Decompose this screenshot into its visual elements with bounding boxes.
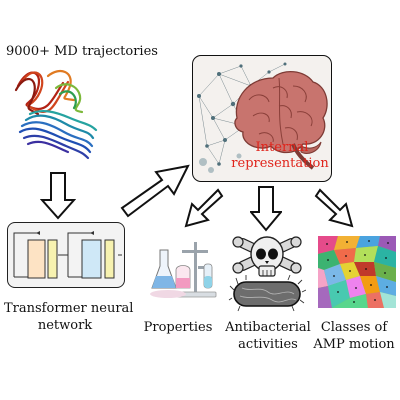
skull-bacterium-icon <box>228 236 306 312</box>
transformer-diagram <box>7 222 125 288</box>
classes-label-line2: AMP motion <box>313 337 395 352</box>
transformer-label-line2: network <box>37 318 93 333</box>
internal-representation-label-line1: Internal <box>255 140 309 155</box>
lab-glassware-icon <box>150 242 217 298</box>
antibacterial-label-line1: Antibacterial <box>225 320 311 335</box>
protein-trajectory-icon <box>14 69 98 160</box>
internal-representation-box: Internal representation <box>192 55 332 182</box>
internal-representation-label-line2: representation <box>231 156 329 171</box>
arrow-up-to-internal-representation <box>120 164 190 218</box>
transformer-blocks-icon <box>13 231 122 279</box>
properties-label: Properties <box>143 320 213 335</box>
voronoi-cluster-icon <box>318 236 396 308</box>
brain-network-icon <box>197 62 328 173</box>
arrow-down-to-transformer <box>40 172 76 220</box>
arrow-to-properties <box>184 188 224 228</box>
classes-label-line1: Classes of <box>320 320 388 335</box>
arrow-to-classes <box>314 188 354 228</box>
md-trajectories-label: 9000+ MD trajectories <box>6 44 158 59</box>
arrow-to-antibacterial <box>250 186 282 232</box>
transformer-label-line1: Transformer neural <box>4 301 134 316</box>
antibacterial-label-line2: activities <box>238 337 298 352</box>
